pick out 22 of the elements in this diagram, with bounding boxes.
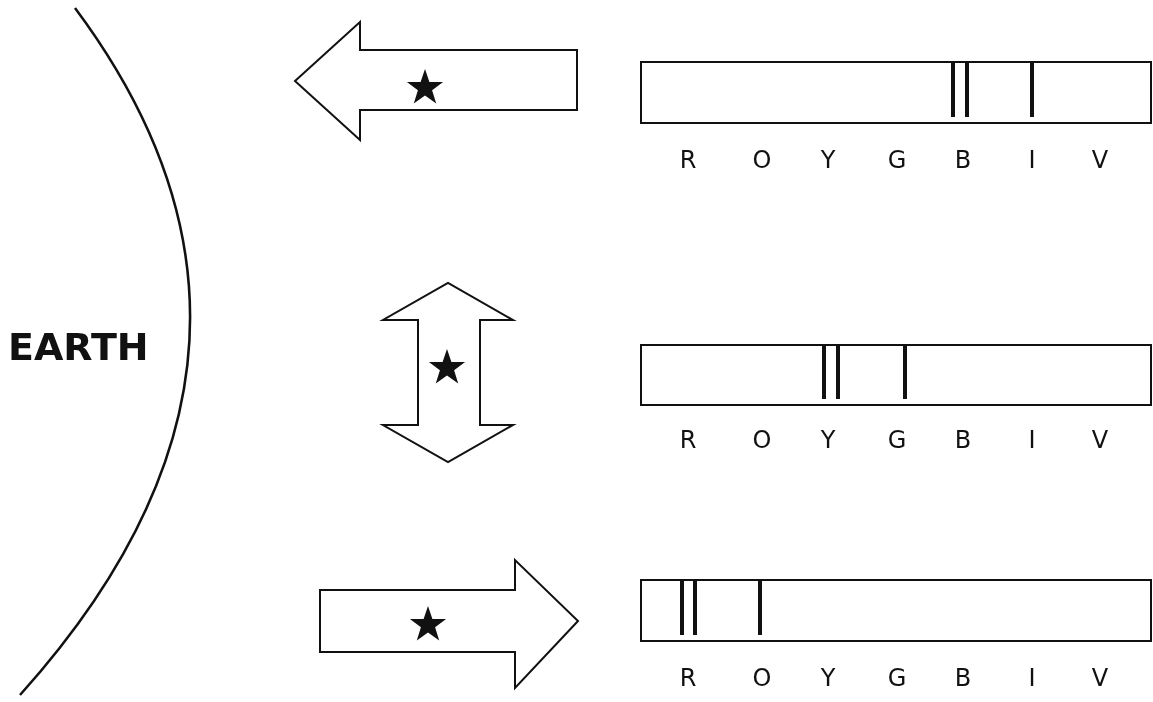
spectrum-letter: Y — [820, 148, 836, 172]
spectrum-letter: R — [679, 428, 697, 452]
spectrum-letter: I — [1028, 428, 1036, 452]
spectrum-letter: V — [1091, 666, 1109, 690]
spectrum-letter: R — [679, 148, 697, 172]
spectrum-letter: I — [1028, 148, 1036, 172]
spectrum-letter: V — [1091, 428, 1109, 452]
spectrum-letter: B — [954, 428, 972, 452]
spectrum-letter: G — [887, 666, 907, 690]
spectrum-letter: G — [887, 148, 907, 172]
spectrum-letter: Y — [820, 428, 836, 452]
spectrum-letter: R — [679, 666, 697, 690]
spectrum-letter: V — [1091, 148, 1109, 172]
spectrum-letter: O — [752, 428, 772, 452]
spectrum-letter: I — [1028, 666, 1036, 690]
spectrum-letter: Y — [820, 666, 836, 690]
spectrum-letter: B — [954, 148, 972, 172]
spectrum-letter: O — [752, 666, 772, 690]
spectrum-letter: B — [954, 666, 972, 690]
spectrum-letter: O — [752, 148, 772, 172]
planet-label: EARTH — [8, 328, 149, 366]
spectrum-letter: G — [887, 428, 907, 452]
